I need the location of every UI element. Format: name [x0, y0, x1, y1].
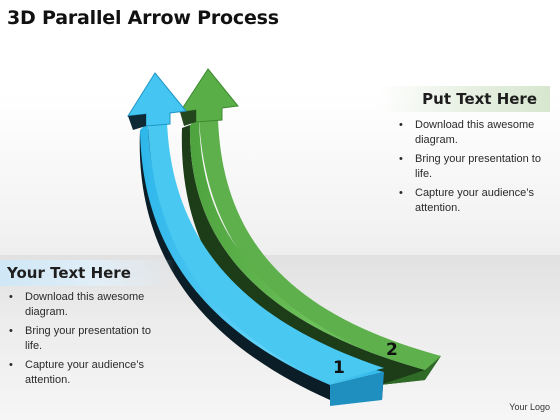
left-panel-heading: Your Text Here: [7, 264, 131, 282]
list-item: Capture your audience’s attention.: [8, 358, 168, 388]
right-panel-header: Put Text Here: [380, 86, 550, 112]
arrow-1-end-face: [330, 372, 384, 406]
list-item: Capture your audience’s attention.: [398, 186, 558, 216]
right-panel-list: Download this awesome diagram. Bring you…: [398, 118, 558, 220]
left-panel-list: Download this awesome diagram. Bring you…: [8, 290, 168, 392]
right-panel-heading: Put Text Here: [422, 90, 537, 108]
left-panel-header: Your Text Here: [0, 260, 175, 286]
list-item: Download this awesome diagram.: [8, 290, 168, 320]
arrow-2-label: 2: [386, 340, 398, 360]
arrow-2-head-shade: [180, 110, 196, 126]
list-item: Bring your presentation to life.: [8, 324, 168, 354]
page-title: 3D Parallel Arrow Process: [7, 7, 279, 29]
arrow-2-side: [181, 125, 425, 385]
arrow-1-label: 1: [333, 358, 345, 378]
arrow-1-head-shade: [128, 114, 146, 130]
arrow-1: [127, 72, 384, 406]
arrow-1-top-face: [148, 122, 384, 383]
logo-text: Your Logo: [509, 402, 550, 412]
list-item: Bring your presentation to life.: [398, 152, 558, 182]
arrow-2: [178, 68, 441, 385]
arrow-2-end-face: [380, 356, 441, 385]
arrow-2-top-face: [199, 118, 441, 370]
list-item: Download this awesome diagram.: [398, 118, 558, 148]
arrow-1-head: [127, 72, 187, 127]
